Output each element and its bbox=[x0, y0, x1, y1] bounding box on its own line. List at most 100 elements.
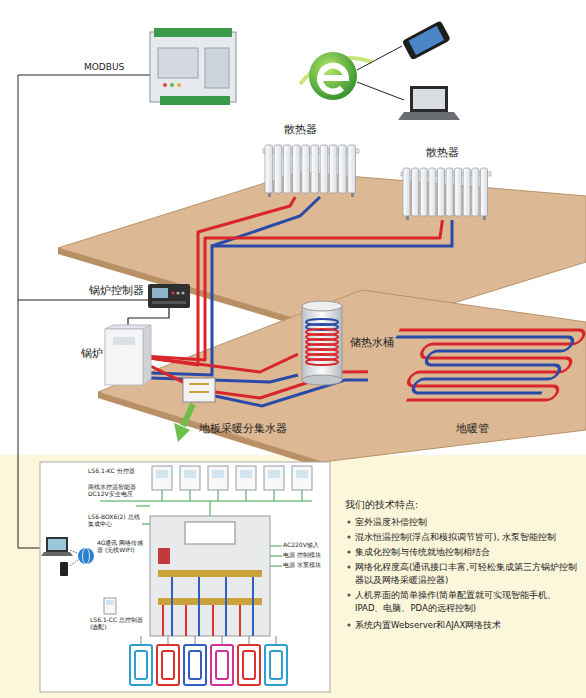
heating-coil bbox=[306, 359, 338, 365]
thermostat-screen bbox=[106, 600, 114, 605]
device-label: LS6.1-CC 总控制器(选配) bbox=[90, 617, 146, 631]
feature-item: 系统内置Webserver和AJAX网络技术 bbox=[355, 619, 581, 632]
flow-arrow bbox=[183, 404, 193, 426]
supply-pipe bbox=[215, 372, 368, 398]
thermostat-screen bbox=[296, 470, 308, 478]
feature-item: 网络化程度高(通讯接口丰富,可轻松集成第三方锅炉控制器以及网络采暖温控器) bbox=[355, 561, 581, 587]
node-graphic bbox=[400, 166, 492, 220]
radiator-fin bbox=[293, 145, 301, 193]
supply-pipe bbox=[151, 220, 442, 360]
return-loop bbox=[370, 337, 575, 393]
loop-pipe bbox=[141, 636, 276, 645]
controller-button bbox=[171, 291, 174, 294]
node-label: 散热器 bbox=[284, 123, 344, 136]
bus-wire bbox=[18, 300, 148, 301]
manifold-pipes bbox=[189, 384, 209, 392]
leader-line bbox=[136, 506, 282, 566]
device-label: 电源 控制模块 bbox=[283, 552, 329, 559]
feature-item: 集成化控制与传统就地控制相结合 bbox=[355, 546, 581, 559]
bullet bbox=[347, 565, 350, 568]
bullet bbox=[347, 623, 350, 626]
lower-floor bbox=[98, 290, 586, 462]
floor-loop bbox=[270, 651, 282, 679]
globe-meridian bbox=[83, 548, 90, 564]
bullet bbox=[347, 520, 350, 523]
laptop bbox=[46, 537, 68, 552]
bullet bbox=[347, 550, 350, 553]
laptop-base bbox=[41, 552, 73, 556]
radiator-fin bbox=[302, 145, 310, 193]
supply-pipe bbox=[151, 366, 183, 382]
device-label: 电源 水泵模块 bbox=[283, 562, 329, 569]
web-logo bbox=[309, 52, 357, 100]
floor-loop bbox=[216, 651, 228, 679]
flow-arrow-head bbox=[174, 423, 190, 442]
controller-button bbox=[181, 291, 184, 294]
device-label: LS6-BOX6(2) 总线集成中心 bbox=[88, 514, 142, 528]
radiator-fin bbox=[403, 168, 410, 216]
feature-heading: 我们的技术特点: bbox=[345, 498, 575, 511]
radiator-fin bbox=[329, 145, 337, 193]
node-label: 地暖管 bbox=[456, 422, 506, 435]
thermostat-screen bbox=[212, 470, 224, 478]
floor-loop bbox=[157, 645, 179, 685]
floor-loop bbox=[162, 651, 174, 679]
node-graphic bbox=[368, 322, 580, 420]
node-graphic bbox=[148, 284, 190, 308]
link-line bbox=[357, 82, 404, 100]
thermostats bbox=[152, 466, 312, 490]
bus-line bbox=[100, 501, 312, 502]
supply-pipe bbox=[151, 354, 298, 372]
radiator-leg bbox=[406, 216, 409, 220]
status-led bbox=[163, 83, 167, 87]
pump bbox=[158, 548, 170, 564]
feature-item: 室外温度补偿控制 bbox=[355, 516, 581, 529]
device-label: AC220V输入 bbox=[283, 542, 329, 549]
boiler: 锅炉 bbox=[105, 325, 151, 385]
laptop-display bbox=[413, 89, 445, 109]
floor-loop bbox=[211, 645, 233, 685]
floor-loop bbox=[243, 651, 255, 679]
bullet bbox=[347, 535, 350, 538]
terminal-block bbox=[160, 96, 230, 105]
radiator-fin bbox=[339, 145, 347, 193]
radiator-leg bbox=[483, 216, 486, 220]
floor-loop bbox=[265, 645, 287, 685]
manifold-bar bbox=[158, 598, 262, 605]
web-logo-mark bbox=[320, 66, 346, 92]
node-graphic bbox=[262, 143, 360, 197]
thermostat-screen bbox=[240, 470, 252, 478]
node-label: 散热器 bbox=[426, 146, 486, 159]
bus-line bbox=[162, 490, 302, 516]
boiler-front bbox=[105, 329, 143, 385]
laptop-base bbox=[398, 112, 460, 120]
phone bbox=[60, 562, 68, 576]
status-led bbox=[177, 83, 181, 87]
terminal-block bbox=[154, 28, 232, 37]
radiator-fin bbox=[420, 168, 427, 216]
laptop-display bbox=[48, 539, 66, 550]
boiler-side bbox=[143, 325, 151, 385]
globe bbox=[78, 548, 94, 564]
thermostat-screen bbox=[156, 470, 168, 478]
thermostat-screen bbox=[184, 470, 196, 478]
return-pipe bbox=[212, 197, 320, 246]
boiler-controller: 锅炉控制器 bbox=[148, 284, 190, 308]
manifold-box bbox=[183, 378, 215, 402]
bullet bbox=[347, 593, 350, 596]
device-label: 两线水控温智能器 DC12V安全电压 bbox=[88, 484, 148, 498]
master-thermostat bbox=[104, 598, 116, 614]
radiator-fin bbox=[480, 168, 487, 216]
radiator-fin bbox=[348, 145, 356, 193]
radiator-fin bbox=[446, 168, 453, 216]
link-line bbox=[70, 550, 78, 566]
laptop-screen bbox=[410, 86, 448, 112]
node-graphic bbox=[105, 325, 151, 385]
manifold: 地板采暖分集水器 bbox=[183, 378, 215, 402]
boiler-panel bbox=[113, 337, 135, 345]
radiator-fin bbox=[311, 145, 319, 193]
floor-loop bbox=[184, 645, 206, 685]
upper-floor-edge bbox=[58, 248, 350, 341]
radiator-leg bbox=[351, 193, 354, 197]
